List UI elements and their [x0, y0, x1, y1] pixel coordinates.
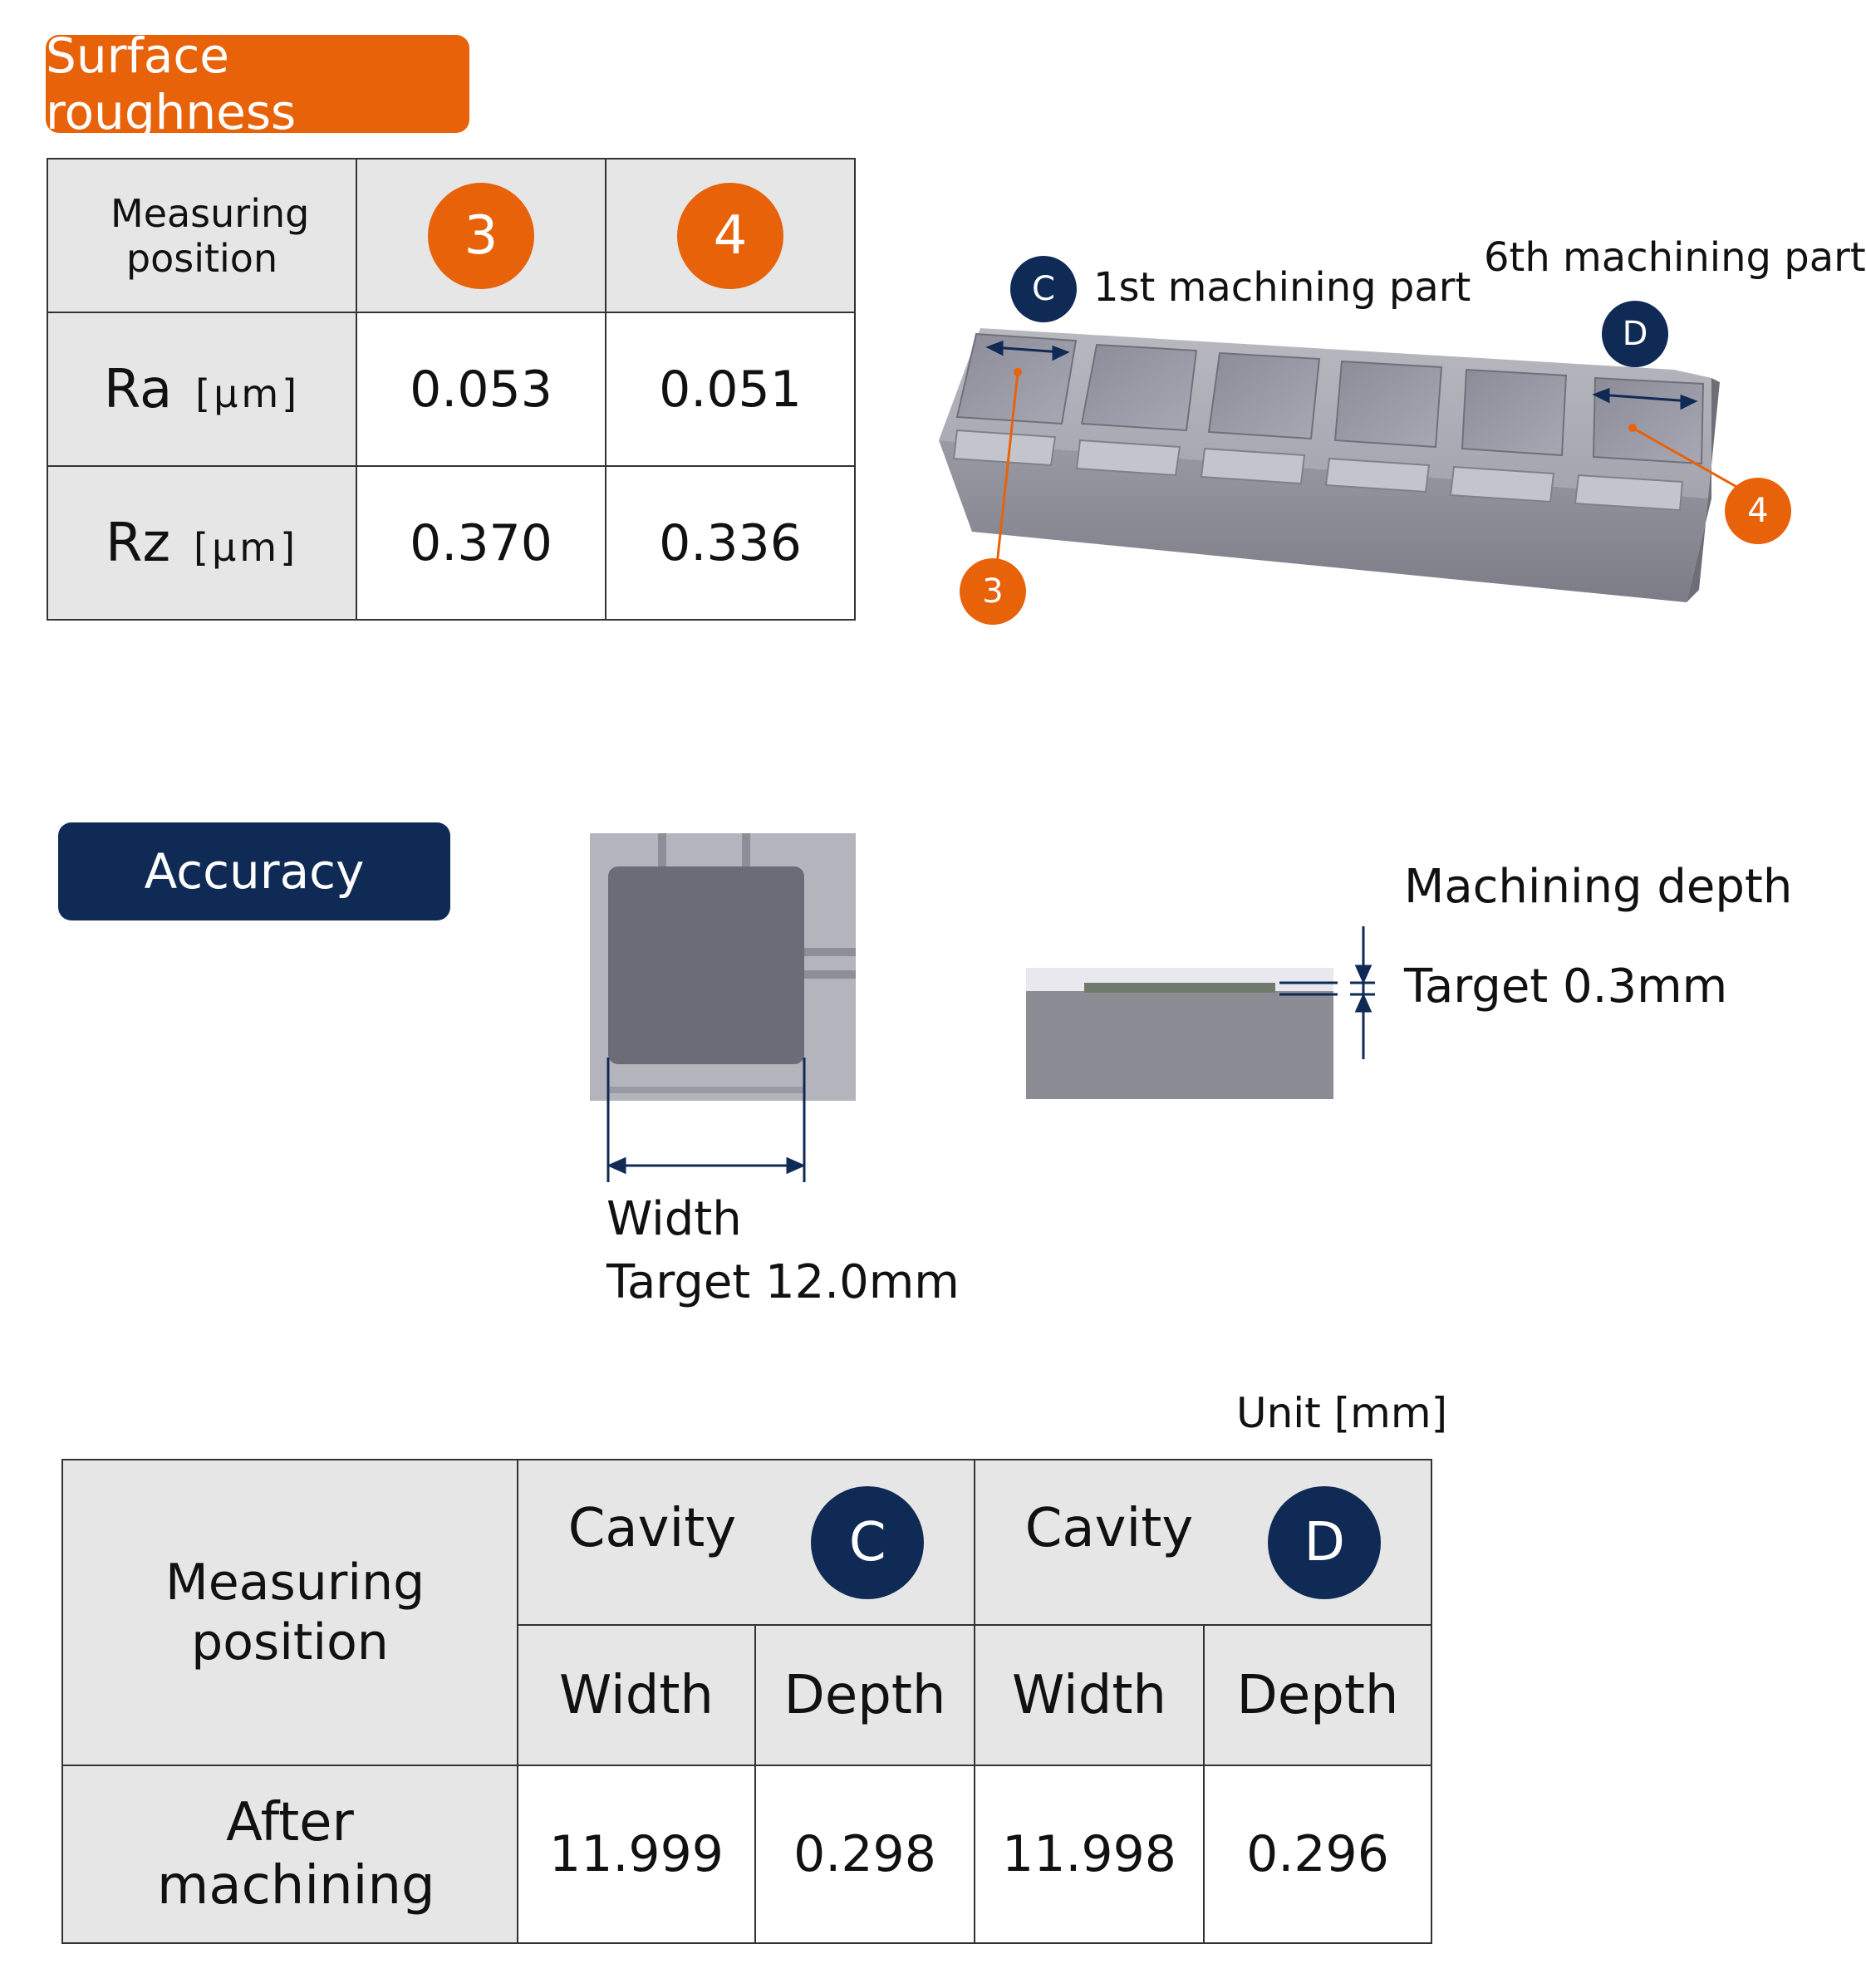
rz-value-3: 0.370: [356, 465, 606, 621]
rz-row-label: Rz[μm]: [47, 465, 357, 621]
width-target: Target 12.0mm: [606, 1255, 960, 1309]
marker-d-badge: D: [1602, 301, 1668, 367]
depth-section-photo: [1026, 926, 1375, 1099]
first-machining-part-label: 1st machining part: [1093, 264, 1471, 311]
marker-c-badge: C: [1010, 256, 1077, 322]
marker-3-badge: 3: [960, 558, 1026, 625]
col-depth-c: Depth: [754, 1624, 975, 1766]
position-4-badge: 4: [677, 182, 783, 289]
table-row: After machining 11.999 0.298 11.998 0.29…: [61, 1765, 1432, 1944]
value-width-c: 11.999: [517, 1765, 756, 1944]
cavity-c-badge: C: [811, 1485, 925, 1599]
table-row: Ra[μm] 0.053 0.051: [47, 312, 856, 467]
pocket-closeup-photo: [590, 833, 856, 1182]
col-width-c: Width: [517, 1624, 756, 1766]
after-machining-label: After machining: [61, 1765, 518, 1944]
ra-value-3: 0.053: [356, 312, 606, 467]
workpiece-photo: [939, 328, 1758, 602]
position-3-badge: 3: [428, 182, 534, 289]
width-label: Width: [606, 1192, 742, 1246]
col-depth-d: Depth: [1203, 1624, 1432, 1766]
table-row: Rz[μm] 0.370 0.336: [47, 465, 856, 621]
unit-label: Unit [mm]: [1236, 1389, 1448, 1437]
marker-4-badge: 4: [1725, 478, 1791, 544]
ra-row-label: Ra[μm]: [47, 312, 357, 467]
accuracy-header-label: Measuring position: [61, 1459, 518, 1766]
surface-roughness-title: Surface roughness: [46, 27, 469, 140]
rz-value-4: 0.336: [605, 465, 856, 621]
roughness-header-pos-3: 3: [356, 158, 606, 313]
cavity-d-badge: D: [1268, 1485, 1382, 1599]
value-depth-c: 0.298: [754, 1765, 975, 1944]
ra-value-4: 0.051: [605, 312, 856, 467]
sixth-machining-part-label: 6th machining part: [1484, 234, 1866, 281]
roughness-header-pos-4: 4: [605, 158, 856, 313]
depth-label: Machining depth: [1404, 860, 1793, 914]
accuracy-title: Accuracy: [58, 822, 450, 920]
roughness-header-label: Measuring position: [47, 158, 357, 313]
value-width-d: 11.998: [974, 1765, 1205, 1944]
roughness-table: Measuring position 3 4 Ra[μm] 0.053 0.05…: [47, 158, 856, 621]
depth-target: Target 0.3mm: [1404, 960, 1728, 1014]
value-depth-d: 0.296: [1203, 1765, 1432, 1944]
col-width-d: Width: [974, 1624, 1205, 1766]
